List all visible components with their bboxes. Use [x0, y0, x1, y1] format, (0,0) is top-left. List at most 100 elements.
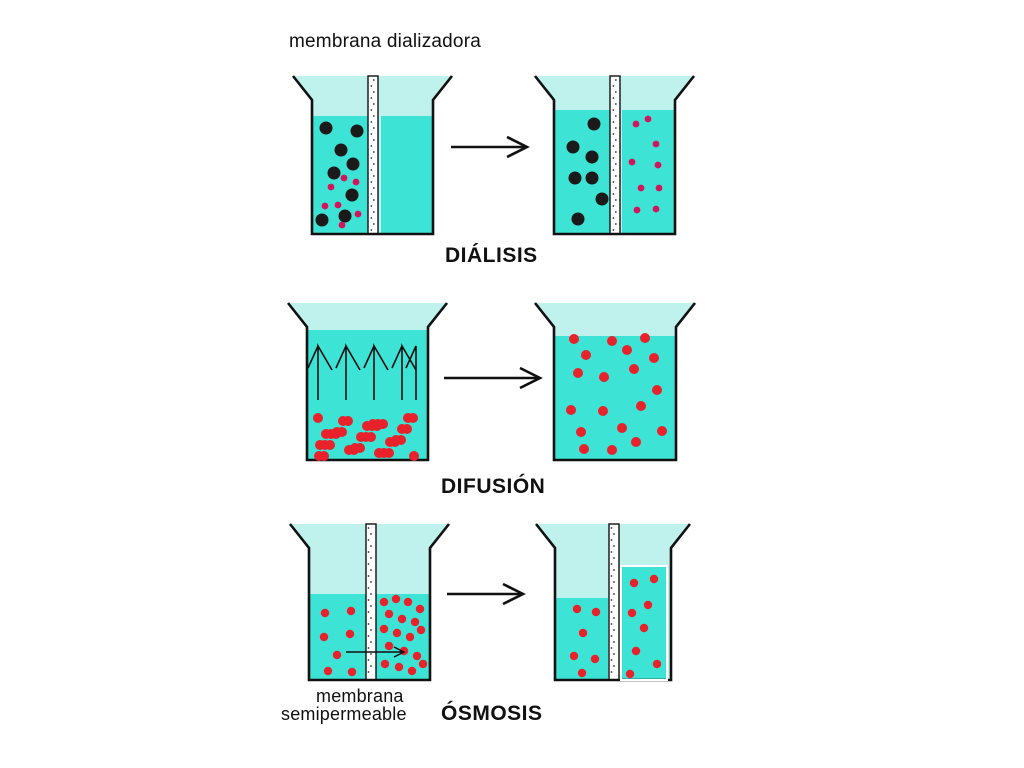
red-particle: [397, 614, 407, 624]
red-particle: [625, 669, 635, 679]
membrane-pore: [610, 623, 613, 625]
dark-particle: [345, 188, 359, 202]
membrane-pore: [613, 617, 615, 619]
membrane-pore: [612, 193, 615, 195]
red-particle: [315, 440, 325, 450]
membrane-pore: [370, 85, 373, 87]
membrane-pore: [370, 145, 373, 147]
membrane-pore: [372, 103, 375, 105]
membrane-pore: [367, 527, 370, 529]
red-particle: [392, 628, 402, 638]
upward-arrow-head: [307, 345, 319, 369]
membrane-pore: [613, 557, 615, 559]
red-particle: [636, 401, 646, 411]
red-particle: [409, 451, 419, 461]
membrane-pore: [613, 653, 615, 655]
membrane-pore: [367, 563, 370, 565]
membrane-pore: [614, 151, 617, 153]
red-particle: [649, 353, 659, 363]
membrane-pore: [367, 671, 370, 673]
membrane-pore: [613, 593, 615, 595]
red-particle: [338, 416, 348, 426]
small-particle: [321, 202, 329, 210]
osmosis-panel: [288, 523, 692, 682]
small-particle: [644, 115, 652, 123]
dialysis-panel: [291, 75, 696, 236]
red-particle: [569, 651, 579, 661]
dark-particle: [334, 143, 348, 157]
red-particle: [572, 604, 582, 614]
red-particle: [368, 419, 378, 429]
membrane-pore: [612, 181, 615, 183]
red-particle: [397, 424, 407, 434]
membrane-pore: [367, 575, 370, 577]
beaker-outline: [533, 302, 697, 462]
membrane-pore: [367, 635, 370, 637]
liquid: [555, 598, 608, 680]
membrane-pore: [612, 133, 615, 135]
red-particle: [581, 350, 591, 360]
red-particle: [652, 385, 662, 395]
red-particle: [598, 406, 608, 416]
membrane-pore: [370, 169, 373, 171]
red-particle: [639, 623, 649, 633]
beaker-outline: [291, 75, 454, 236]
red-particle: [384, 641, 394, 651]
red-particle: [412, 651, 422, 661]
dark-particle: [319, 121, 333, 135]
membrane-pore: [370, 605, 372, 607]
small-particle: [632, 120, 640, 128]
dark-particle: [595, 192, 609, 206]
red-particle: [380, 659, 390, 669]
red-particle: [576, 427, 586, 437]
membrane-pore: [612, 157, 615, 159]
small-particle: [338, 221, 346, 229]
red-particle: [323, 666, 333, 676]
small-particle: [637, 184, 645, 192]
process-arrow-head: [506, 135, 530, 159]
red-particle: [617, 423, 627, 433]
membrane-pore: [614, 127, 617, 129]
red-particle: [629, 364, 639, 374]
liquid: [554, 336, 676, 460]
membrane-pore: [614, 211, 617, 213]
red-particle: [332, 650, 342, 660]
membrane-pore: [610, 635, 613, 637]
membrane-pore: [372, 115, 375, 117]
membrane: [365, 523, 377, 681]
process-arrow-head: [519, 366, 543, 390]
dark-particle: [327, 166, 341, 180]
membrane-pore: [614, 103, 617, 105]
membrane-pore: [613, 629, 615, 631]
upward-arrow: [405, 345, 417, 400]
red-particle: [350, 443, 360, 453]
membrane-pore: [612, 109, 615, 111]
red-particle: [320, 608, 330, 618]
membrane-pore: [372, 139, 375, 141]
upward-arrow-head: [363, 345, 375, 369]
membrane-pore: [370, 593, 372, 595]
red-particle: [573, 368, 583, 378]
beaker-rim-fill: [535, 303, 695, 327]
membrane-pore: [370, 545, 372, 547]
dark-particle: [585, 150, 599, 164]
red-particle: [591, 607, 601, 617]
osmosis-title: ÓSMOSIS: [441, 702, 543, 725]
beaker-outline: [286, 302, 449, 462]
red-particle: [643, 600, 653, 610]
membrane-pore: [370, 617, 372, 619]
small-particle: [652, 140, 660, 148]
beaker-rim-fill: [288, 303, 447, 327]
red-particle: [415, 604, 425, 614]
membrane-pore: [370, 121, 373, 123]
small-particle: [628, 158, 636, 166]
membrane-pore: [610, 551, 613, 553]
membrane-pore: [370, 533, 372, 535]
osmosis-membrane-label-line2: semipermeable: [281, 704, 407, 724]
membrane-pore: [372, 151, 375, 153]
membrane-pore: [614, 115, 617, 117]
liquid: [554, 110, 610, 234]
membrane-pore: [372, 79, 375, 81]
red-particle: [569, 334, 579, 344]
membrane-pore: [367, 623, 370, 625]
